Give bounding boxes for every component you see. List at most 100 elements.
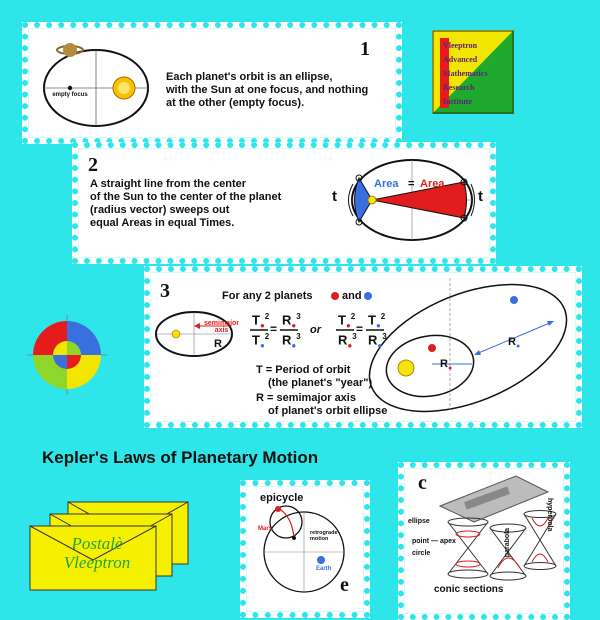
conic-diagram bbox=[438, 475, 557, 581]
epicycle-title: epicycle bbox=[260, 492, 304, 504]
planet-blue-dot bbox=[364, 292, 372, 300]
time-right-label: t bbox=[478, 188, 483, 205]
sun-icon bbox=[112, 76, 136, 100]
inner-orbit-ellipse bbox=[385, 334, 475, 398]
law3-number: 3 bbox=[160, 280, 170, 302]
vamri-line: Research bbox=[443, 83, 475, 92]
law3-header: For any 2 planets bbox=[222, 290, 313, 302]
law1-text-line: Each planet's orbit is an ellipse, bbox=[166, 71, 333, 83]
law3-stamp: 3 For any 2 planets and semimajor axis R… bbox=[144, 266, 582, 428]
page-title: Kepler's Laws of Planetary Motion bbox=[42, 448, 319, 467]
area-right-wedge bbox=[371, 181, 467, 219]
planet-red-dot bbox=[331, 292, 339, 300]
law2-area-diagram bbox=[348, 159, 475, 241]
small-r-label: R bbox=[214, 338, 222, 350]
retrograde-label: retrograde motion bbox=[310, 530, 338, 542]
mars-dot bbox=[275, 506, 281, 512]
empty-focus-dot bbox=[67, 85, 73, 91]
formula2-r-blue: R●3 bbox=[368, 332, 387, 350]
conic-corner-letter: c bbox=[418, 472, 427, 494]
ellipse-label: ellipse bbox=[408, 518, 430, 525]
postal-envelopes: Postalè Vleeptron bbox=[20, 500, 200, 596]
postal-text: Postalè Vleeptron bbox=[42, 534, 152, 572]
epicycle-corner-letter: e bbox=[340, 574, 349, 596]
large-r-blue-label: R● bbox=[508, 336, 521, 351]
cone-slicer-icon bbox=[438, 475, 550, 523]
formula2-t-red: T●2 bbox=[338, 312, 356, 330]
sun-icon bbox=[367, 195, 377, 205]
r-definition: R = semimajor axis of planet's orbit ell… bbox=[256, 392, 387, 418]
mars-label: Mars bbox=[258, 526, 273, 532]
law1-orbit-diagram bbox=[43, 43, 149, 127]
epicycle-diagram bbox=[263, 505, 345, 593]
law1-text-line: at the other (empty focus). bbox=[166, 97, 305, 109]
semimajor-axis-label: semimajor axis bbox=[204, 320, 239, 334]
large-r-red-label: R● bbox=[440, 358, 453, 373]
apex-text: apex bbox=[440, 538, 456, 545]
parabola-label: parabola bbox=[504, 528, 511, 558]
large-orbit-ellipse bbox=[368, 283, 568, 413]
formula-r-blue: R●3 bbox=[282, 332, 301, 350]
retrograde-dot bbox=[292, 536, 296, 540]
postal-line2: Vleeptron bbox=[63, 553, 131, 572]
formula-eq: = bbox=[270, 322, 278, 336]
law1-text-line: with the Sun at one focus, and nothing bbox=[166, 84, 369, 96]
law1-stamp: 1 empty focus Each planet's orbit is an … bbox=[22, 22, 402, 144]
law2-text-line: A straight line from the center bbox=[90, 178, 247, 190]
saturn-icon bbox=[56, 43, 84, 57]
envelope-icon bbox=[29, 525, 157, 591]
law2-text: A straight line from the center of the S… bbox=[90, 178, 360, 230]
area-right-label: Area bbox=[420, 178, 445, 190]
law2-number: 2 bbox=[88, 154, 98, 176]
law2-text-line: (radius vector) sweeps out bbox=[90, 204, 230, 216]
semimajor-line: axis bbox=[214, 327, 229, 334]
semimajor-line: semimajor bbox=[204, 320, 240, 327]
formula-t-blue: T●2 bbox=[252, 332, 270, 350]
double-cone-left bbox=[447, 517, 489, 579]
hyperbola-label: hyperbola bbox=[546, 498, 553, 532]
retrograde-line: retrograde bbox=[310, 530, 338, 536]
law1-number: 1 bbox=[360, 38, 370, 60]
law3-and-label: and bbox=[342, 290, 362, 302]
formula-t-red: T●2 bbox=[252, 312, 270, 330]
conic-caption: conic sections bbox=[434, 584, 504, 595]
t-def-line: T = Period of orbit bbox=[256, 364, 351, 376]
law2-stamp: 2 A straight line from the center of the… bbox=[72, 142, 496, 264]
circle-label: circle bbox=[412, 550, 431, 557]
postal-line1: Postalè bbox=[71, 534, 123, 553]
law3-planet-markers bbox=[155, 278, 568, 413]
formula2-eq: = bbox=[356, 322, 364, 336]
vamri-logo-text: Vleeptron Advanced Mathematics Research … bbox=[443, 39, 487, 109]
vamri-logo: Vleeptron Advanced Mathematics Research … bbox=[432, 30, 514, 114]
empty-focus-label: empty focus bbox=[52, 92, 88, 98]
area-equals-label: = bbox=[408, 178, 415, 190]
point-label: point — apex bbox=[412, 538, 456, 545]
t-definition: T = Period of orbit (the planet's "year"… bbox=[256, 364, 372, 390]
law2-text-line: equal Areas in equal Times. bbox=[90, 217, 235, 229]
area-left-wedge bbox=[354, 176, 373, 224]
epicycle-stamp: epicycle Mars retrograde motion Earth e bbox=[240, 480, 370, 618]
vamri-line: Institute bbox=[443, 97, 472, 106]
formula2-t-blue: T●2 bbox=[368, 312, 386, 330]
area-left-label: Area bbox=[374, 178, 399, 190]
retrograde-line: motion bbox=[310, 536, 329, 542]
time-left-label: t bbox=[332, 188, 337, 205]
law2-text-line: of the Sun to the center of the planet bbox=[90, 191, 282, 203]
formula-r-red: R●3 bbox=[282, 312, 301, 330]
earth-label: Earth bbox=[316, 566, 332, 572]
point-text: point bbox=[412, 538, 430, 545]
vamri-line: Advanced bbox=[443, 55, 478, 64]
vamri-line: Mathematics bbox=[443, 69, 488, 78]
double-cone-right bbox=[523, 510, 557, 570]
formula2-r-red: R●3 bbox=[338, 332, 357, 350]
double-cone-middle bbox=[489, 523, 527, 581]
t-def-line: (the planet's "year") bbox=[268, 377, 373, 389]
formula-or: or bbox=[310, 324, 321, 336]
earth-dot bbox=[317, 556, 325, 564]
conic-stamp: c bbox=[398, 462, 570, 620]
law1-text: Each planet's orbit is an ellipse, with … bbox=[166, 71, 386, 110]
epicycle-circle bbox=[269, 505, 303, 539]
r-def-line: of planet's orbit ellipse bbox=[268, 405, 388, 417]
r-def-line: R = semimajor axis bbox=[256, 392, 356, 404]
